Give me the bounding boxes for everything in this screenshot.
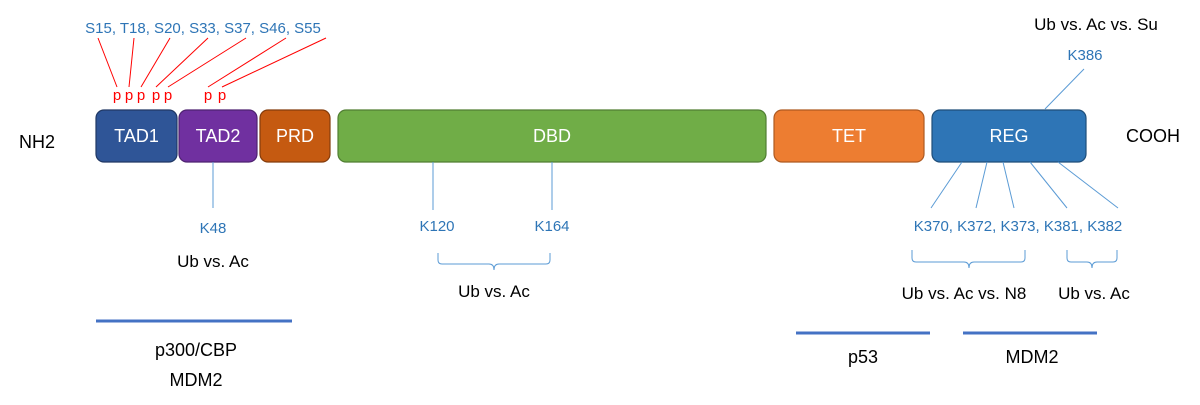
k164-site-label: K164 (534, 218, 569, 235)
k120-site-label: K120 (419, 218, 454, 235)
binding-label-mdm2-reg: MDM2 (1006, 347, 1059, 367)
domain-tet: TET (773, 109, 925, 163)
domain-tad1: TAD1 (95, 109, 178, 163)
phospho-sites-label: S15, T18, S20, S33, S37, S46, S55 (85, 20, 321, 37)
phospho-leader-s15 (97, 37, 118, 88)
domain-prd: PRD (259, 109, 331, 163)
k386-leader-line (1044, 68, 1085, 110)
reg-leader-lines (930, 161, 1119, 209)
dbd-sites-brace (437, 253, 551, 271)
domain-tad2: TAD2 (178, 109, 258, 163)
k381-leader-line (1029, 161, 1068, 209)
domain-prd-box (259, 109, 331, 163)
domain-dbd: DBD (337, 109, 767, 163)
n-terminus-label: NH2 (19, 132, 55, 152)
binding-label-p53: p53 (848, 347, 878, 367)
c-terminus-label: COOH (1126, 126, 1180, 146)
k382-leader-line (1057, 161, 1119, 209)
k386-site-label: K386 (1067, 47, 1102, 64)
phospho-marker-s55: p (218, 87, 226, 104)
phospho-markers: p p p p p p p (113, 87, 226, 104)
phospho-leader-s37 (167, 37, 247, 88)
binding-region-reg: MDM2 (963, 331, 1097, 367)
k370-leader-line (930, 161, 963, 209)
dbd-ptm-label: Ub vs. Ac (458, 282, 530, 301)
phospho-leader-lines (97, 37, 327, 88)
k386-ptm-label: Ub vs. Ac vs. Su (1034, 15, 1158, 34)
reg-ptm-label-1: Ub vs. Ac vs. N8 (902, 284, 1027, 303)
domain-reg-label: REG (989, 126, 1028, 146)
domain-tad2-box (178, 109, 258, 163)
domain-tad1-box (95, 109, 178, 163)
k372-leader-line (975, 161, 988, 209)
domain-prd-label: PRD (276, 126, 314, 146)
domain-reg: REG (931, 109, 1087, 163)
k48-site-label: K48 (200, 220, 227, 237)
binding-label-mdm2-tad: MDM2 (170, 370, 223, 390)
reg-sites-label: K370, K372, K373, K381, K382 (914, 218, 1123, 235)
phospho-leader-s33 (155, 37, 209, 88)
phospho-marker-s46: p (204, 87, 212, 104)
domain-tad1-label: TAD1 (114, 126, 159, 146)
phospho-leader-t18 (128, 37, 135, 88)
phospho-leader-s55 (221, 37, 327, 88)
reg-brace-1 (911, 250, 1026, 269)
phospho-marker-s15: p (113, 87, 121, 104)
k373-leader-line (1002, 161, 1015, 209)
phospho-marker-s37: p (164, 87, 172, 104)
binding-region-tad: p300/CBP MDM2 (96, 319, 292, 390)
phospho-leader-s46 (207, 37, 287, 88)
k48-ptm-label: Ub vs. Ac (177, 252, 249, 271)
domain-reg-box (931, 109, 1087, 163)
domain-tet-box (773, 109, 925, 163)
binding-label-p300cbp: p300/CBP (155, 340, 237, 360)
reg-ptm-label-2: Ub vs. Ac (1058, 284, 1130, 303)
phospho-marker-s20: p (137, 87, 145, 104)
domain-tad2-label: TAD2 (196, 126, 241, 146)
phospho-marker-t18: p (125, 87, 133, 104)
domain-dbd-label: DBD (533, 126, 571, 146)
phospho-leader-s20 (140, 37, 171, 88)
domain-tet-label: TET (832, 126, 866, 146)
binding-region-tet: p53 (796, 331, 930, 367)
phospho-marker-s33: p (152, 87, 160, 104)
reg-brace-2 (1066, 250, 1118, 269)
